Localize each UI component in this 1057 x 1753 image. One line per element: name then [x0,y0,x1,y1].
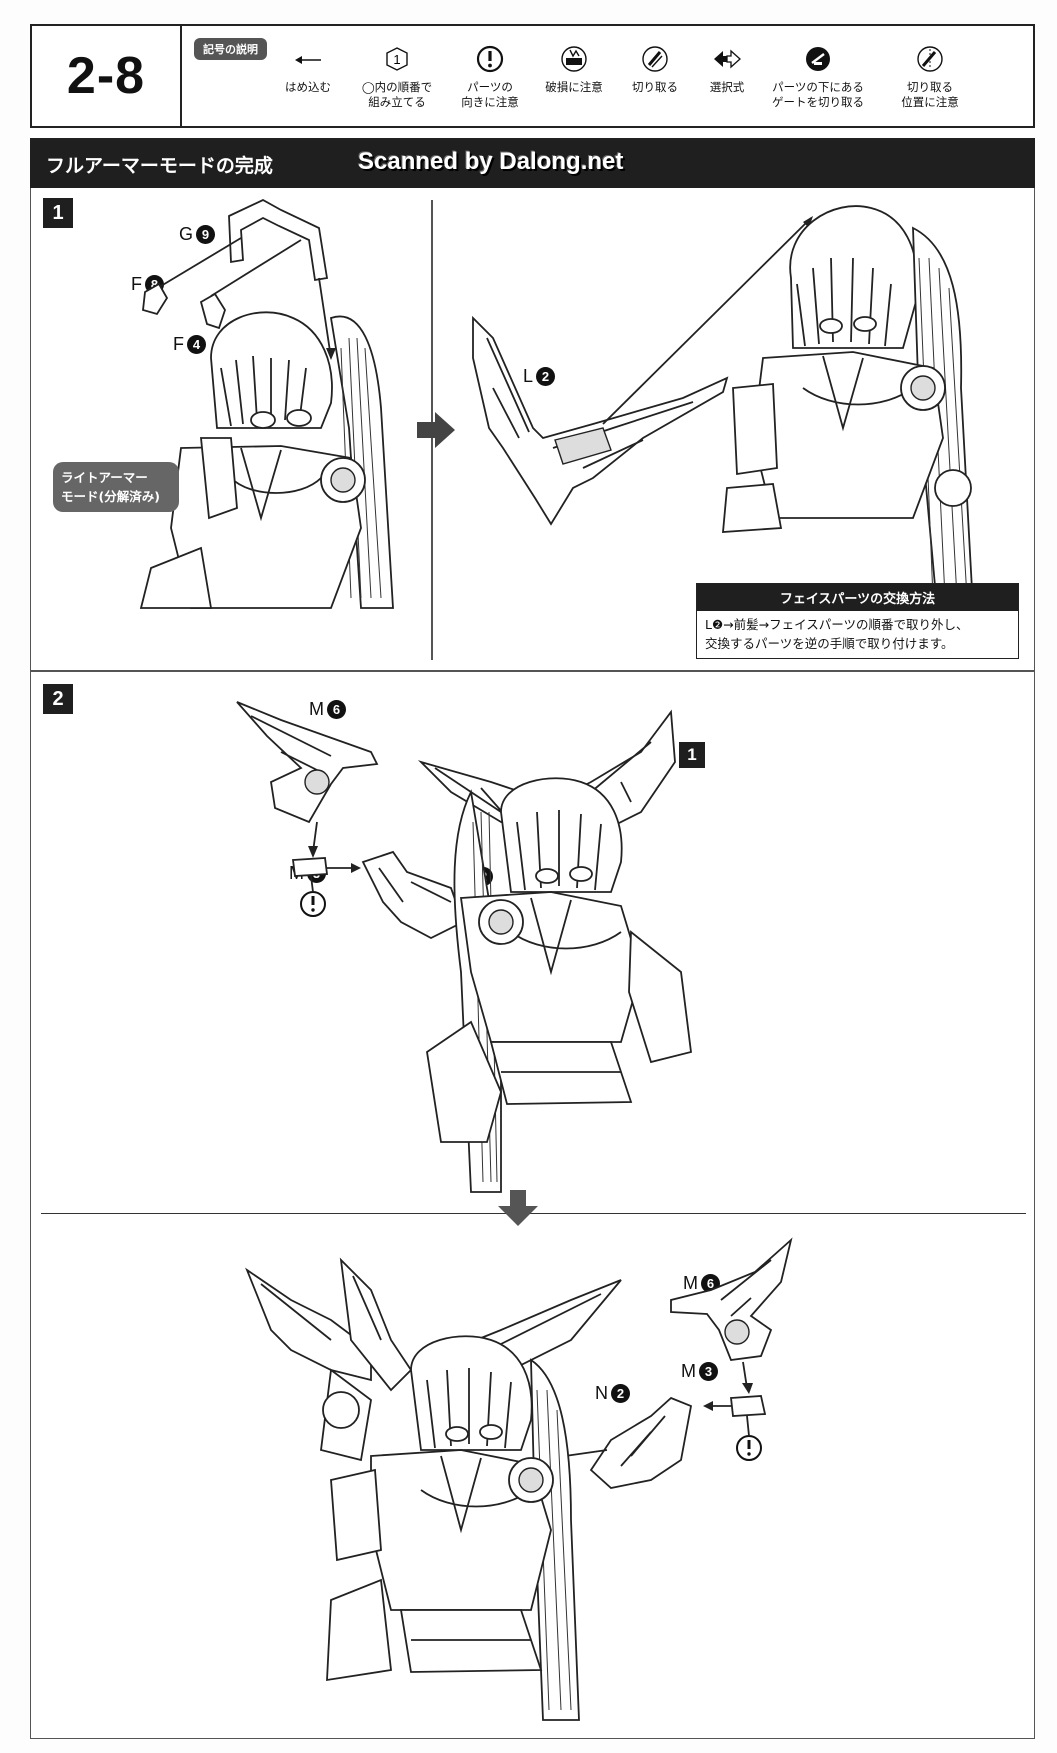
legend-label: パーツの 向きに注意 [461,80,519,109]
arrow-right-icon [417,412,455,448]
face-parts-info-box: フェイスパーツの交換方法 L❷→前髪→フェイスパーツの順番で取り外し、 交換する… [696,583,1019,659]
step-1-left-illustration [139,198,394,609]
light-armor-label: ライトアーマー モード(分解済み) [61,470,160,504]
break-warning-icon [561,46,587,72]
section-title: フルアーマーモードの完成 [46,155,273,177]
step-2-divider [41,1213,1026,1214]
watermark: Scanned by Dalong.net [358,148,624,175]
legend-label: はめ込む [285,80,331,94]
legend-label: 破損に注意 [545,80,603,94]
legend-item-gate: パーツの下にある ゲートを切り取る [762,44,874,110]
exclamation-circle-icon [476,45,504,73]
arrow-down-icon [498,1190,538,1226]
face-parts-title: フェイスパーツの交換方法 [697,584,1018,611]
step-number: 2-8 [66,47,146,105]
step-2-bottom-illustration [245,1237,793,1721]
header: 2-8 記号の説明 はめ込む 1 ◯内の順番で 組み立てる [30,24,1035,128]
part-letter: N [595,1383,608,1403]
legend-tag: 記号の説明 [194,38,267,60]
part-number: 2 [536,367,556,386]
part-number: 6 [327,700,346,719]
legend-item-fit: はめ込む [278,44,338,95]
section-title-bar: フルアーマーモードの完成 Scanned by Dalong.net [30,138,1035,188]
step-number-box: 2-8 [32,26,182,126]
legend-item-cut-position: 切り取る 位置に注意 [888,44,972,110]
part-number: 9 [196,225,216,244]
legend-label: パーツの下にある ゲートを切り取る [772,80,864,109]
svg-text:1: 1 [393,52,400,67]
legend-item-break: 破損に注意 [538,44,610,95]
gate-cut-icon [806,47,830,71]
part-letter: F [131,274,142,294]
circled-number-icon: 1 [386,47,408,71]
legend-item-order: 1 ◯内の順番で 組み立てる [354,44,440,110]
part-number: 4 [187,335,206,354]
step-2-panel: 2 1 M6 M3 N2 M6 M3 N2 [30,671,1035,1739]
legend-item-choice: 選択式 [698,44,756,95]
step-1-right-illustration [472,205,974,609]
step-1-reference-badge: 1 [679,742,705,768]
cut-position-icon [917,46,943,72]
light-armor-tag: ライトアーマー モード(分解済み) [53,462,179,512]
legend-label: ◯内の順番で 組み立てる [361,80,433,109]
part-number: 3 [699,1362,718,1381]
legend-item-orientation: パーツの 向きに注意 [454,44,526,110]
double-arrow-icon [714,49,741,69]
legend-item-cut: 切り取る [624,44,686,95]
legend-label: 切り取る [632,80,678,94]
part-letter: G [179,224,194,244]
arrow-left-icon [295,56,321,64]
symbol-legend: はめ込む 1 ◯内の順番で 組み立てる パーツの 向きに注意 [182,44,1032,124]
legend-label: 切り取る 位置に注意 [901,80,959,109]
face-parts-body: L❷→前髪→フェイスパーツの順番で取り外し、 交換するパーツを逆の手順で取り付け… [705,617,969,651]
part-letter: F [173,334,184,354]
step-2-top-illustration [236,701,692,1193]
part-letter: M [309,699,324,719]
part-letter: M [683,1273,698,1293]
step-1-badge: 1 [43,198,73,228]
part-letter: L [523,366,534,386]
part-number: 2 [611,1384,630,1403]
part-letter: M [681,1361,696,1381]
step-2-badge: 2 [43,684,73,714]
legend-label: 選択式 [709,80,745,94]
cut-icon [642,46,668,72]
